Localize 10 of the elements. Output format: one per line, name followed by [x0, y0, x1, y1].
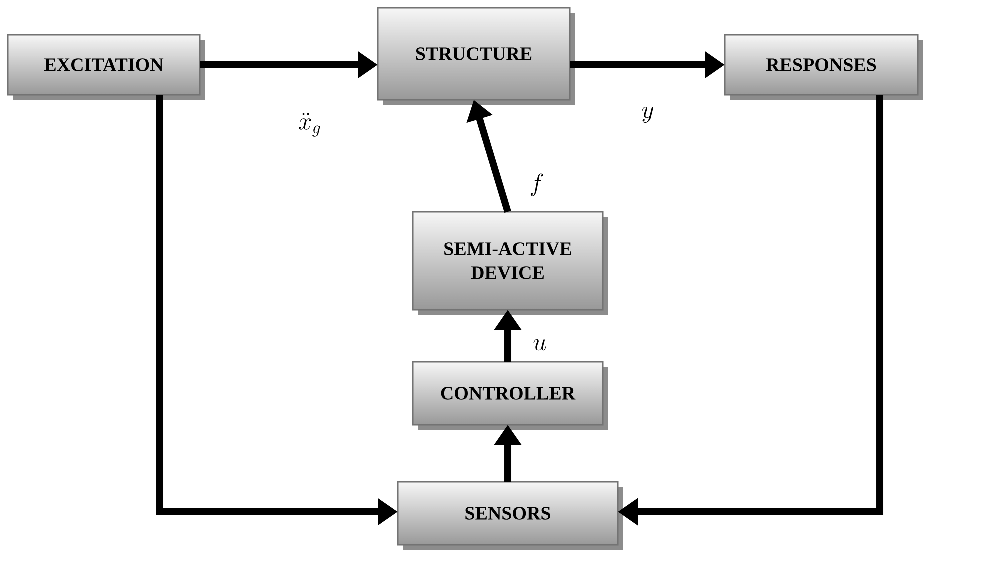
edge-label: $\ddot{x}_g$	[299, 113, 320, 137]
process-box: CONTROLLER	[412, 361, 608, 430]
process-box: RESPONSES	[724, 34, 923, 100]
process-box: EXCITATION	[7, 34, 205, 100]
process-box: SENSORS	[397, 481, 623, 550]
edge-label: $u$	[534, 339, 546, 351]
process-box: SEMI-ACTIVE DEVICE	[412, 211, 608, 315]
edge-label: $y$	[642, 106, 654, 124]
process-box: STRUCTURE	[377, 7, 575, 105]
edge-label: $f$	[530, 174, 544, 196]
